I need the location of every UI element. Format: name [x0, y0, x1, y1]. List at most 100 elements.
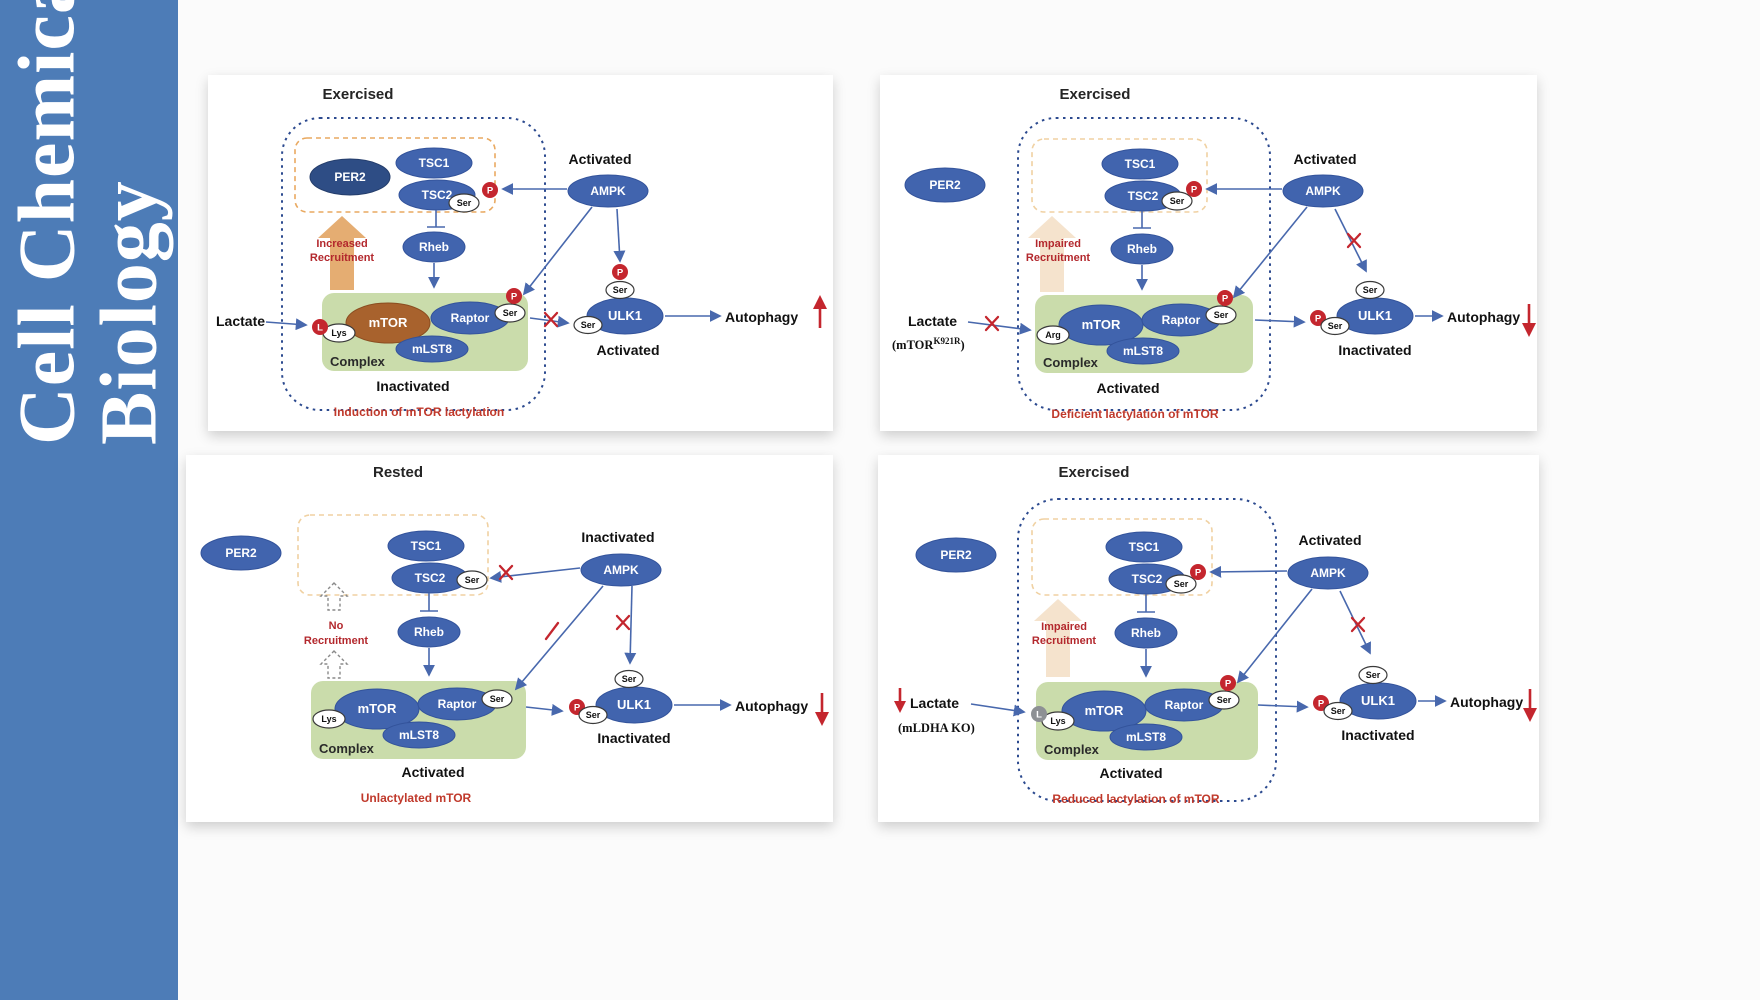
panel-caption: Induction of mTOR lactylation [334, 405, 504, 419]
svg-text:Ser: Ser [1170, 196, 1185, 206]
ulk1-ser-top-site: Ser [614, 669, 644, 689]
svg-text:L: L [317, 323, 323, 334]
ampk-node: AMPK [1282, 174, 1364, 208]
mtor-lys-site: Lys [312, 709, 346, 729]
tsc1-node: TSC1 [395, 147, 473, 179]
recruitment-dashed-arrow-icon [319, 582, 349, 611]
svg-text:mTOR: mTOR [358, 701, 397, 716]
svg-text:mTOR: mTOR [1085, 703, 1124, 718]
blocked-x-icon [498, 564, 514, 581]
svg-text:Ser: Ser [1214, 310, 1229, 320]
blocked-slash-icon [544, 621, 560, 641]
svg-text:TSC1: TSC1 [411, 539, 442, 553]
tsc1-node: TSC1 [1101, 148, 1179, 180]
svg-text:PER2: PER2 [334, 170, 366, 184]
ulk1-node: ULK1 [1336, 297, 1414, 335]
blocked-x-icon [984, 315, 1000, 332]
svg-text:Raptor: Raptor [1162, 313, 1201, 327]
ampk-node: AMPK [1287, 556, 1369, 590]
svg-text:TSC1: TSC1 [1125, 157, 1156, 171]
ulk1-state-label: Inactivated [1341, 727, 1414, 743]
svg-text:P: P [1318, 699, 1325, 710]
ampk-ulk1-arrow [613, 208, 626, 263]
mtor-node: mTOR [345, 302, 431, 344]
raptor-phospho-badge: P [1220, 675, 1236, 691]
panel-title: Exercised [323, 86, 394, 103]
complex-label: Complex [330, 354, 386, 369]
lactate-label: Lactate [908, 313, 957, 329]
raptor-phospho-badge: P [1217, 290, 1233, 306]
mtor-node: mTOR [1061, 690, 1147, 732]
panel-caption: Reduced lactylation of mTOR [1052, 792, 1219, 806]
svg-text:Ser: Ser [1217, 695, 1232, 705]
mtor-node: mTOR [334, 688, 420, 730]
svg-text:Ser: Ser [613, 285, 628, 295]
ulk1-phospho-top-badge: P [612, 264, 628, 280]
ampk-state-label: Activated [1298, 532, 1361, 548]
svg-text:Lys: Lys [1050, 716, 1065, 726]
tsc2-phospho-badge: P [1186, 181, 1202, 197]
per2-node: PER2 [915, 537, 997, 573]
per2-tsc-dashed-box [1031, 138, 1208, 213]
tsc2-ser-site: Ser [1161, 191, 1193, 211]
svg-text:mLST8: mLST8 [1123, 344, 1163, 358]
recruitment-label: Impaired [1035, 238, 1081, 250]
autophagy-label: Autophagy [1450, 694, 1523, 710]
recruitment-label: Increased [316, 238, 367, 250]
ampk-state-label: Activated [568, 151, 631, 167]
svg-text:Raptor: Raptor [438, 697, 477, 711]
ampk-state-label: Activated [1293, 151, 1356, 167]
panel-caption: Unlactylated mTOR [361, 791, 472, 805]
svg-text:Lys: Lys [331, 328, 346, 338]
panel-caption: Deficient lactylation of mTOR [1051, 407, 1218, 421]
mlst8-node: mLST8 [382, 721, 456, 749]
blocked-x-icon [543, 311, 559, 328]
panel-rested: Rested PER2 No Recruitment TSC1 TSC2 Ser… [186, 455, 833, 822]
lactate-down-arrow-icon [894, 688, 906, 713]
svg-text:Arg: Arg [1045, 330, 1061, 340]
blocked-x-icon [1350, 616, 1366, 633]
pathway-dotted-outline [281, 117, 546, 411]
lactate-label: Lactate [216, 313, 265, 329]
lactate-note: (mLDHA KO) [898, 721, 975, 735]
autophagy-label: Autophagy [1447, 309, 1520, 325]
svg-text:Ser: Ser [503, 308, 518, 318]
tsc2-node: TSC2 [391, 562, 469, 594]
svg-text:Ser: Ser [1363, 285, 1378, 295]
complex-ulk1-line [525, 703, 564, 716]
raptor-ser-site: Ser [1205, 305, 1237, 325]
rheb-node: Rheb [1110, 233, 1174, 265]
tsc2-phospho-badge: P [482, 182, 498, 198]
raptor-node: Raptor [1144, 688, 1224, 722]
ampk-state-label: Inactivated [581, 529, 654, 545]
panel-title: Exercised [1059, 464, 1130, 481]
per2-node: PER2 [904, 167, 986, 203]
raptor-node: Raptor [1141, 303, 1221, 337]
svg-text:TSC2: TSC2 [1128, 189, 1159, 203]
complex-state-label: Inactivated [376, 378, 449, 394]
svg-text:L: L [1036, 710, 1042, 721]
svg-text:ULK1: ULK1 [1361, 693, 1395, 708]
complex-label: Complex [319, 741, 375, 756]
autophagy-down-arrow-icon [1523, 689, 1537, 722]
rheb-node: Rheb [402, 231, 466, 263]
svg-text:mTOR: mTOR [369, 315, 408, 330]
autophagy-down-arrow-icon [815, 693, 829, 726]
tsc1-node: TSC1 [387, 530, 465, 562]
per2-tsc-dashed-box [294, 137, 496, 213]
complex-label: Complex [1044, 742, 1100, 757]
lactyl-badge-gray: L [1031, 706, 1047, 722]
panel-exercised-induction: Exercised Increased Recruitment PER2 TSC… [208, 75, 833, 431]
svg-text:PER2: PER2 [929, 178, 961, 192]
complex-state-label: Activated [1096, 380, 1159, 396]
complex-state-label: Activated [1099, 765, 1162, 781]
svg-text:Lys: Lys [321, 714, 336, 724]
svg-text:ULK1: ULK1 [608, 308, 642, 323]
mlst8-node: mLST8 [1106, 337, 1180, 365]
lactate-arrow [970, 703, 1026, 717]
autophagy-label: Autophagy [735, 698, 808, 714]
recruitment-label: Recruitment [1026, 252, 1091, 264]
svg-text:AMPK: AMPK [1305, 184, 1341, 198]
complex-ulk1-line [1254, 315, 1306, 328]
ampk-complex-arrow [1232, 206, 1308, 299]
